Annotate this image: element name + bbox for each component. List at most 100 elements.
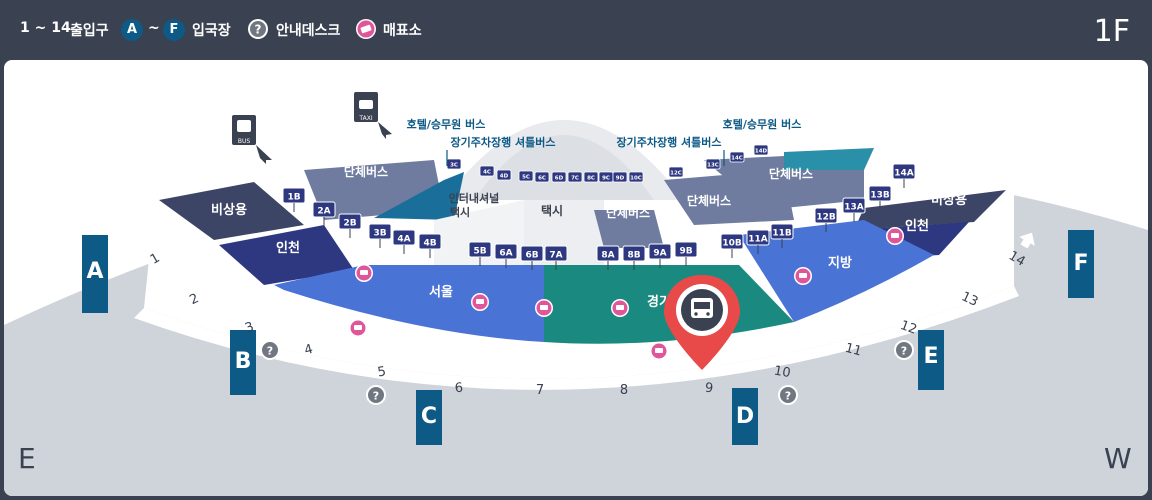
gate-4: 4 — [294, 320, 315, 358]
legend-info-label: 안내데스크 — [276, 23, 341, 39]
taxi-icon: TAXI — [354, 92, 378, 122]
bus-stop-11A: 11A — [746, 229, 770, 254]
svg-text:?: ? — [255, 23, 262, 37]
gate-arrow-icon — [1019, 232, 1035, 249]
callout-parking-right: 장기주차장행 셔틀버스 — [616, 135, 721, 149]
bus-stop-label: 8C — [587, 176, 595, 182]
entrance-pillar-b — [230, 330, 256, 395]
bus-stop-label: 6D — [555, 176, 564, 182]
zone-label-group-bus-1: 단체버스 — [344, 164, 388, 179]
bus-stop-6A: 6A — [494, 243, 518, 268]
gate-number: 9 — [704, 381, 714, 397]
info-desk-marker: ? — [894, 340, 914, 360]
ticket-office-marker — [611, 299, 629, 317]
gate-number: 11 — [843, 341, 863, 360]
zone-label-jibang: 지방 — [828, 255, 852, 271]
ticket-office-marker — [886, 227, 904, 245]
bus-stop-label: 13A — [844, 203, 864, 213]
bus-stop-8C: 8C — [583, 171, 599, 183]
bus-stop-label: 5B — [473, 247, 486, 257]
terminal-dome-inner — [474, 135, 654, 200]
entrance-pillar-e — [918, 330, 944, 390]
zone-emergency-left — [159, 182, 304, 240]
bus-icon: BUS — [232, 115, 256, 145]
gate-arrow-icon — [294, 320, 313, 338]
ticket-office-marker — [349, 319, 367, 337]
gate-arrow-icon — [177, 271, 194, 289]
zone-label-emergency-right: 비상용 — [931, 192, 967, 208]
bus-stop-8B: 8B — [622, 245, 646, 270]
bus-stop-4B: 4B — [418, 233, 442, 258]
bus-stop-label: 7A — [549, 251, 562, 261]
bus-stop-label: 10C — [630, 176, 642, 182]
info-desk-marker: ? — [366, 385, 386, 405]
entrance-label-c: C — [421, 404, 437, 429]
bus-stop-4C: 4C — [479, 165, 495, 177]
bus-stop-label: 6A — [499, 249, 512, 259]
bus-icon-label: BUS — [238, 138, 251, 145]
bus-arrow-icon — [256, 145, 272, 164]
bus-stop-9A: 9A — [648, 243, 672, 268]
zone-incheon-left — [219, 225, 354, 285]
bus-stop-5B: 5B — [468, 241, 492, 266]
entrance-label-f: F — [1073, 251, 1088, 276]
gate-arrow-icon — [234, 299, 252, 316]
gate-number: 12 — [898, 318, 919, 338]
bus-stop-8A: 8A — [596, 245, 620, 270]
location-pin-bus[interactable] — [664, 275, 740, 370]
zone-label-group-bus-4: 단체버스 — [769, 166, 813, 181]
gate-11: 11 — [843, 320, 868, 360]
gate-number: 14 — [1006, 248, 1028, 269]
compass-west: W — [1104, 442, 1132, 475]
bus-stop-label: 2B — [343, 219, 356, 229]
floor-label: 1F — [1093, 14, 1130, 49]
gate-number: 8 — [620, 383, 628, 398]
entrance-label-e: E — [923, 344, 938, 369]
svg-text:?: ? — [373, 390, 379, 403]
gate-13: 13 — [959, 271, 987, 310]
gate-12: 12 — [898, 299, 924, 338]
bus-stop-label: 14A — [894, 169, 914, 179]
zone-taxi — [524, 200, 604, 270]
info-desk-marker: ? — [260, 340, 280, 360]
legend-ticket-label: 매표소 — [383, 23, 422, 39]
bus-stop-label: 5C — [522, 175, 530, 181]
legend-entrance-sep: ~ — [148, 20, 160, 36]
bus-stop-2A: 2A — [312, 201, 336, 226]
gate-arrow-icon — [615, 360, 633, 376]
svg-text:?: ? — [267, 345, 273, 358]
zone-group-bus-middle — [594, 210, 664, 248]
entrance-label-b: B — [235, 349, 252, 374]
bus-stop-3C: 3C — [446, 158, 462, 170]
bus-stop-label: 4C — [483, 170, 491, 176]
gate-arrow-icon — [701, 358, 720, 375]
bus-stop-label: 13B — [870, 191, 890, 201]
gate-arrow-icon — [906, 299, 924, 316]
gate-number: 10 — [773, 364, 792, 382]
gate-14: 14 — [1006, 232, 1035, 270]
zone-label-incheon-left: 인천 — [276, 240, 300, 256]
bus-stop-label: 4B — [423, 239, 436, 249]
bus-stop-14C: 14C — [729, 151, 745, 163]
callout-hotel-left: 호텔/승무원 버스 — [407, 117, 486, 131]
bus-stop-9B: 9B — [674, 241, 698, 266]
ticket-office-marker — [535, 299, 553, 317]
bus-stop-10C: 10C — [628, 171, 644, 183]
bus-stop-label: 8B — [627, 251, 640, 261]
bus-stop-13A: 13A — [842, 197, 866, 222]
bus-stop-label: 12B — [816, 213, 836, 223]
bus-stop-label: 10B — [722, 239, 742, 249]
bus-stop-4A: 4A — [392, 229, 416, 254]
bus-stop-label: 9D — [616, 176, 625, 182]
gate-arrow-icon — [849, 320, 868, 338]
legend-entrance-to-badge: F — [163, 19, 185, 41]
entrance-label-a: A — [86, 259, 103, 284]
gate-number: 7 — [536, 383, 544, 398]
zone-label-group-bus-3: 단체버스 — [687, 193, 731, 208]
ticket-office-marker — [355, 264, 373, 282]
svg-text:?: ? — [901, 345, 907, 358]
zone-label-emergency-left: 비상용 — [211, 202, 247, 218]
bus-stop-5C: 5C — [518, 170, 534, 182]
bus-stop-label: 9C — [602, 176, 610, 182]
